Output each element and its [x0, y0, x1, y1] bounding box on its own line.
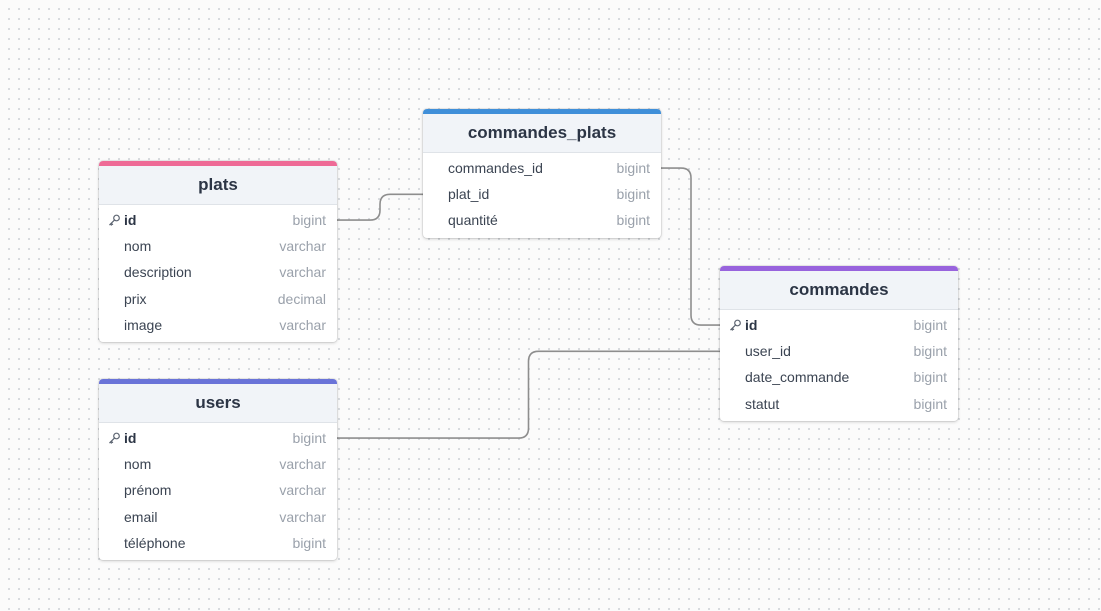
field-name: email: [124, 508, 158, 525]
table-title[interactable]: users: [99, 384, 337, 423]
field-type: bigint: [616, 160, 650, 177]
field-row[interactable]: user_id bigint: [720, 338, 958, 364]
field-row[interactable]: date_commande bigint: [720, 364, 958, 390]
key-icon: [108, 214, 121, 227]
key-icon: [108, 432, 121, 445]
field-name: nom: [124, 456, 152, 473]
table-fields: id bigint nom varchar description varchar prix…: [99, 205, 337, 342]
field-type: varchar: [279, 264, 326, 281]
field-row[interactable]: commandes_id bigint: [423, 155, 661, 181]
field-name: user_id: [745, 343, 791, 360]
field-type: bigint: [616, 186, 650, 203]
field-type: varchar: [279, 316, 326, 333]
field-name: prix: [124, 290, 147, 307]
field-type: bigint: [913, 343, 947, 360]
field-type: bigint: [292, 534, 326, 551]
field-row[interactable]: description varchar: [99, 259, 337, 285]
field-name: id: [745, 317, 758, 334]
table-title[interactable]: plats: [99, 166, 337, 205]
field-row[interactable]: email varchar: [99, 504, 337, 530]
field-type: varchar: [279, 456, 326, 473]
field-type: bigint: [616, 212, 650, 229]
field-type: varchar: [279, 508, 326, 525]
field-type: varchar: [279, 238, 326, 255]
field-name: id: [124, 212, 137, 229]
field-type: bigint: [292, 430, 326, 447]
relation-line[interactable]: [337, 350, 720, 439]
field-type: bigint: [913, 369, 947, 386]
field-row[interactable]: prénom varchar: [99, 477, 337, 503]
field-name: date_commande: [745, 369, 850, 386]
table-title[interactable]: commandes_plats: [423, 114, 661, 153]
table-accent-bar: [99, 161, 337, 166]
field-name: statut: [745, 395, 780, 412]
field-type: varchar: [279, 482, 326, 499]
field-name: quantité: [448, 212, 498, 229]
field-row[interactable]: téléphone bigint: [99, 530, 337, 556]
table-fields: id bigint nom varchar prénom varchar email varc…: [99, 423, 337, 560]
table-accent-bar: [99, 379, 337, 384]
field-name: plat_id: [448, 186, 490, 203]
field-name: description: [124, 264, 192, 281]
field-row[interactable]: statut bigint: [720, 391, 958, 417]
field-row[interactable]: prix decimal: [99, 286, 337, 312]
relation-line[interactable]: [661, 167, 720, 326]
field-row[interactable]: quantité bigint: [423, 207, 661, 233]
table-plats[interactable]: plats id bigint nom varchar description varcha…: [99, 161, 337, 342]
field-name: nom: [124, 238, 152, 255]
field-name: téléphone: [124, 534, 186, 551]
field-row[interactable]: image varchar: [99, 312, 337, 338]
field-name: image: [124, 316, 163, 333]
field-row[interactable]: nom varchar: [99, 451, 337, 477]
field-name: id: [124, 430, 137, 447]
field-row[interactable]: id bigint: [99, 207, 337, 233]
field-type: bigint: [913, 317, 947, 334]
field-type: decimal: [277, 290, 326, 307]
field-type: bigint: [913, 395, 947, 412]
relation-line[interactable]: [337, 193, 423, 221]
field-type: bigint: [292, 212, 326, 229]
field-row[interactable]: nom varchar: [99, 233, 337, 259]
table-accent-bar: [423, 109, 661, 114]
table-accent-bar: [720, 266, 958, 271]
field-row[interactable]: plat_id bigint: [423, 181, 661, 207]
field-name: prénom: [124, 482, 172, 499]
field-row[interactable]: id bigint: [720, 312, 958, 338]
key-icon: [729, 319, 742, 332]
field-row[interactable]: id bigint: [99, 425, 337, 451]
table-title[interactable]: commandes: [720, 271, 958, 310]
field-name: commandes_id: [448, 160, 543, 177]
